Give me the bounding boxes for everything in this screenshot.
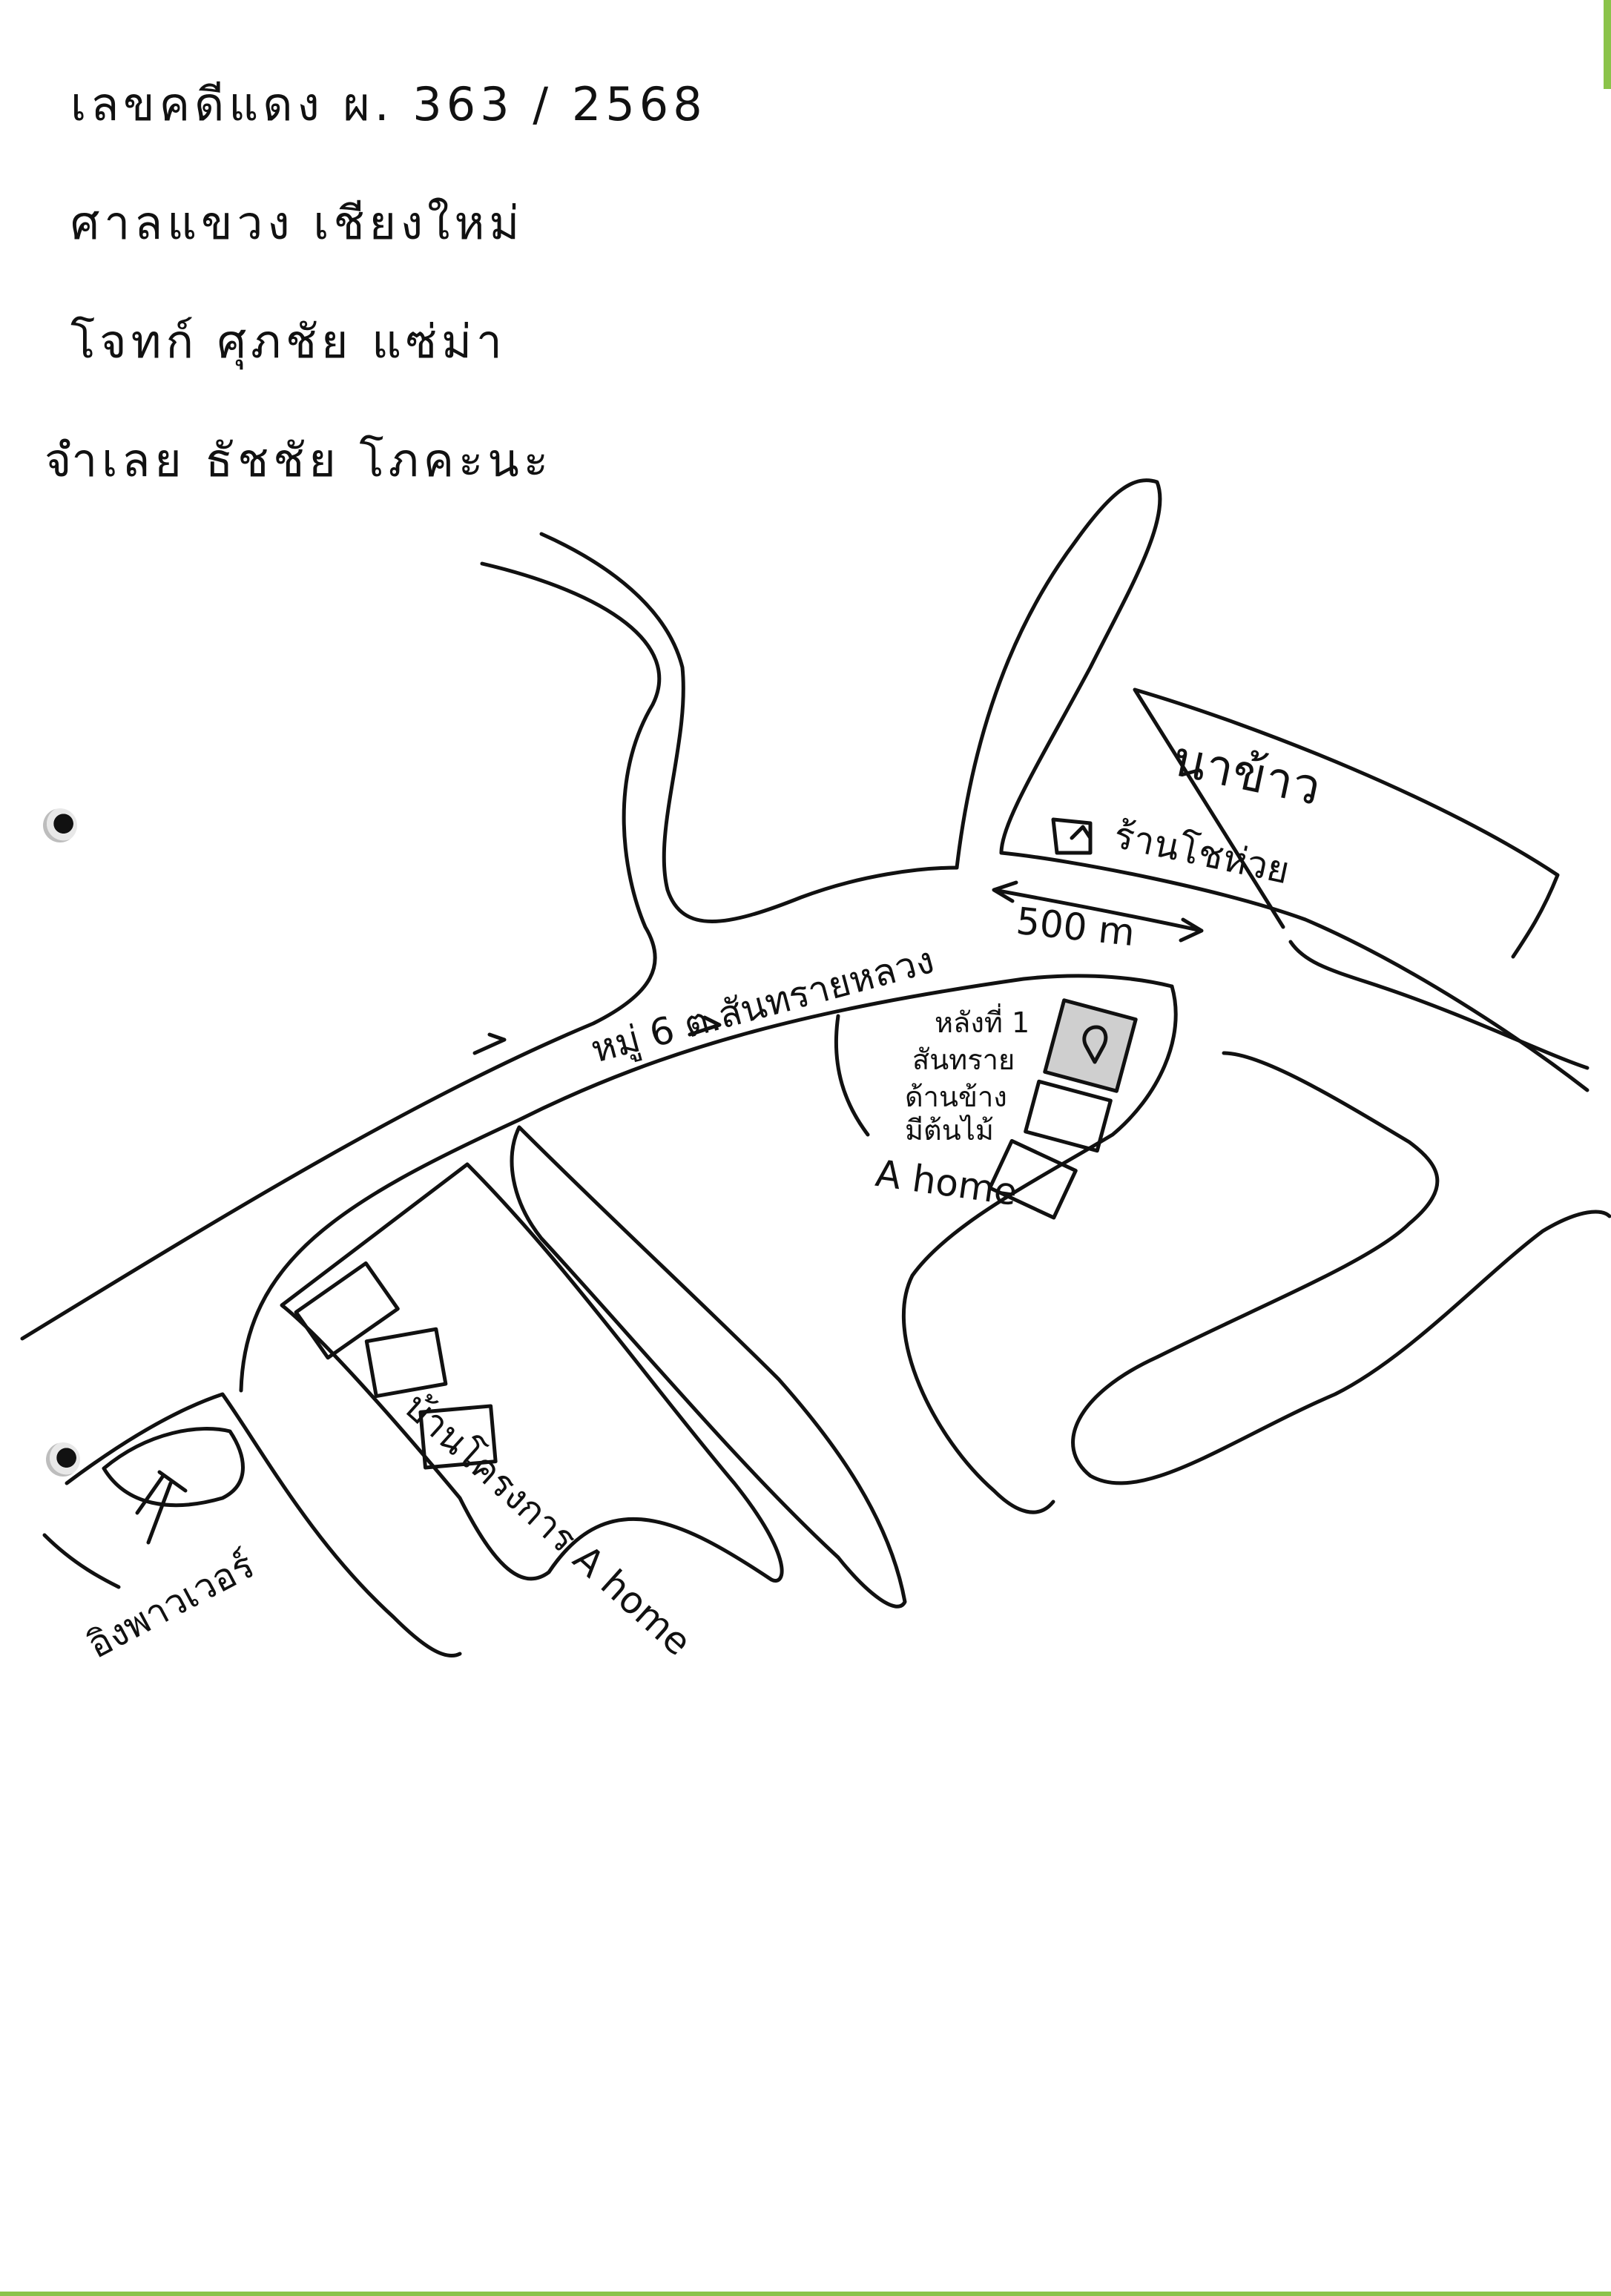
block-lower-left bbox=[42, 1392, 462, 1658]
target-note-line-4: มีต้นไม้ bbox=[905, 1114, 994, 1147]
target-note-line-2: สันทราย bbox=[912, 1043, 1015, 1076]
target-house bbox=[1043, 998, 1138, 1093]
distance-arrow bbox=[992, 880, 1204, 943]
project-house-3 bbox=[418, 1404, 498, 1470]
block-left-strip bbox=[280, 1162, 784, 1583]
rice-field-box bbox=[1133, 687, 1560, 959]
east-road-lower-edge bbox=[1288, 940, 1589, 1070]
target-pin-icon bbox=[1082, 1025, 1108, 1064]
shop-outline bbox=[1051, 817, 1093, 855]
case-number-line: เลขคดีแดง ผ. 363 / 2568 bbox=[70, 77, 707, 131]
house-3 bbox=[988, 1138, 1078, 1220]
paper-edge bbox=[1604, 0, 1611, 89]
river-outline bbox=[1071, 1051, 1611, 1485]
project-house-1 bbox=[294, 1261, 400, 1360]
target-note-line-3: ด้านข้าง bbox=[905, 1081, 1007, 1113]
main-road-north-edge bbox=[20, 561, 662, 1341]
plaintiff-line: โจทก์ ศุภชัย แซ่ม่า bbox=[70, 314, 507, 369]
arrow-marker bbox=[135, 1470, 188, 1545]
road-direction-arrow bbox=[688, 1015, 722, 1037]
block-triangle bbox=[510, 1125, 907, 1609]
court-line: ศาลแขวง เชียงใหม่ bbox=[70, 196, 524, 250]
lower-left-building bbox=[102, 1427, 245, 1508]
punch-hole-icon bbox=[43, 808, 77, 842]
target-note-line-1: หลังที่ 1 bbox=[935, 1006, 1030, 1039]
punch-hole-icon bbox=[46, 1442, 80, 1477]
block-right-lobe bbox=[901, 984, 1178, 1514]
house-2 bbox=[1024, 1079, 1113, 1153]
road-direction-arrow-2 bbox=[472, 1032, 507, 1055]
paper-edge-bottom bbox=[0, 2292, 1611, 2296]
main-road-south-edge bbox=[239, 974, 1174, 1393]
project-house-2 bbox=[364, 1327, 448, 1399]
north-branch-west-edge bbox=[539, 532, 959, 923]
defendant-line: จำเลย ธัชชัย โภคะนะ bbox=[45, 433, 553, 487]
north-branch-east-edge bbox=[955, 478, 1162, 870]
inner-curve bbox=[834, 1014, 870, 1137]
